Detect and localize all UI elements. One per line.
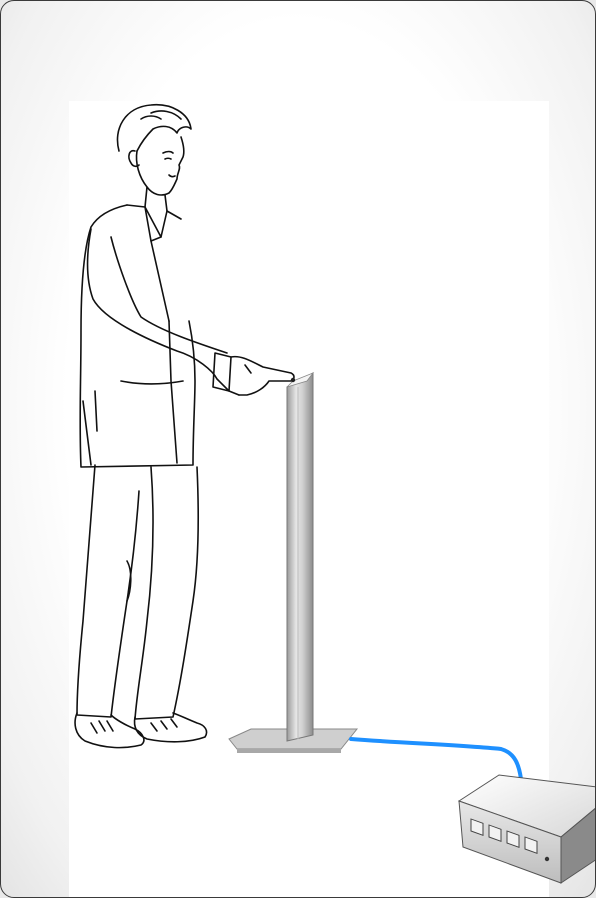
jacket-collar xyxy=(127,205,181,237)
status-led xyxy=(545,857,549,861)
network-box xyxy=(459,775,596,883)
sensor-post xyxy=(287,373,313,741)
face xyxy=(136,137,183,195)
sensor-dot xyxy=(291,378,295,382)
pointing-hand xyxy=(231,357,294,395)
cable xyxy=(351,739,521,779)
left-shoe xyxy=(75,713,144,748)
man-figure xyxy=(75,105,294,748)
pointing-arm xyxy=(88,229,240,395)
